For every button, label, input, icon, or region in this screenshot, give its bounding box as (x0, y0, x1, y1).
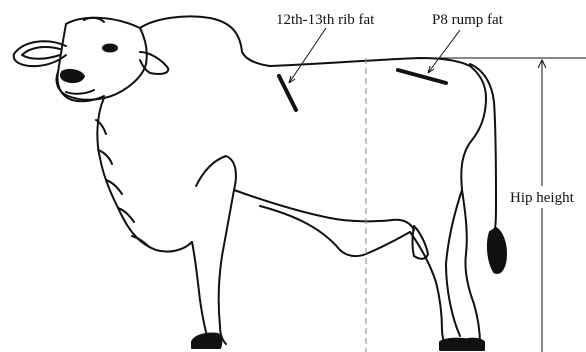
hip-height-label: Hip height (510, 190, 575, 206)
rump-fat-pointer (428, 30, 460, 73)
cow-nose (61, 70, 84, 82)
cow-hind-leg (410, 190, 462, 346)
cow-left-ear-inner (22, 47, 60, 59)
cow-mouth (66, 90, 94, 94)
cow-head (56, 18, 146, 100)
cow-hind-hoof-2 (464, 339, 484, 350)
rib-fat-pointer (289, 28, 326, 83)
pointer-lines (289, 28, 460, 83)
cow-front-hoof (192, 333, 221, 348)
cow-illustration (14, 16, 506, 350)
cow-rump (461, 66, 486, 344)
cow-shoulder (196, 156, 236, 190)
cow-tail (470, 64, 496, 234)
cow-eye (103, 45, 117, 52)
rib-fat-pointer-arrow (289, 76, 295, 83)
cow-dewlap (97, 98, 192, 252)
rump-fat-label: P8 rump fat (432, 12, 504, 28)
rib-fat-label: 12th-13th rib fat (276, 12, 375, 28)
cow-belly (234, 190, 414, 230)
cow-front-leg (192, 190, 234, 344)
rump-fat-site-mark (398, 70, 446, 83)
cow-sheath (413, 226, 429, 259)
cow-tail-switch (488, 228, 506, 273)
cow-left-ear (14, 41, 66, 66)
cow-belly-lower (260, 206, 410, 256)
cow-topline (270, 58, 470, 66)
rib-fat-site-mark (279, 76, 296, 110)
measurement-marks (279, 70, 446, 110)
